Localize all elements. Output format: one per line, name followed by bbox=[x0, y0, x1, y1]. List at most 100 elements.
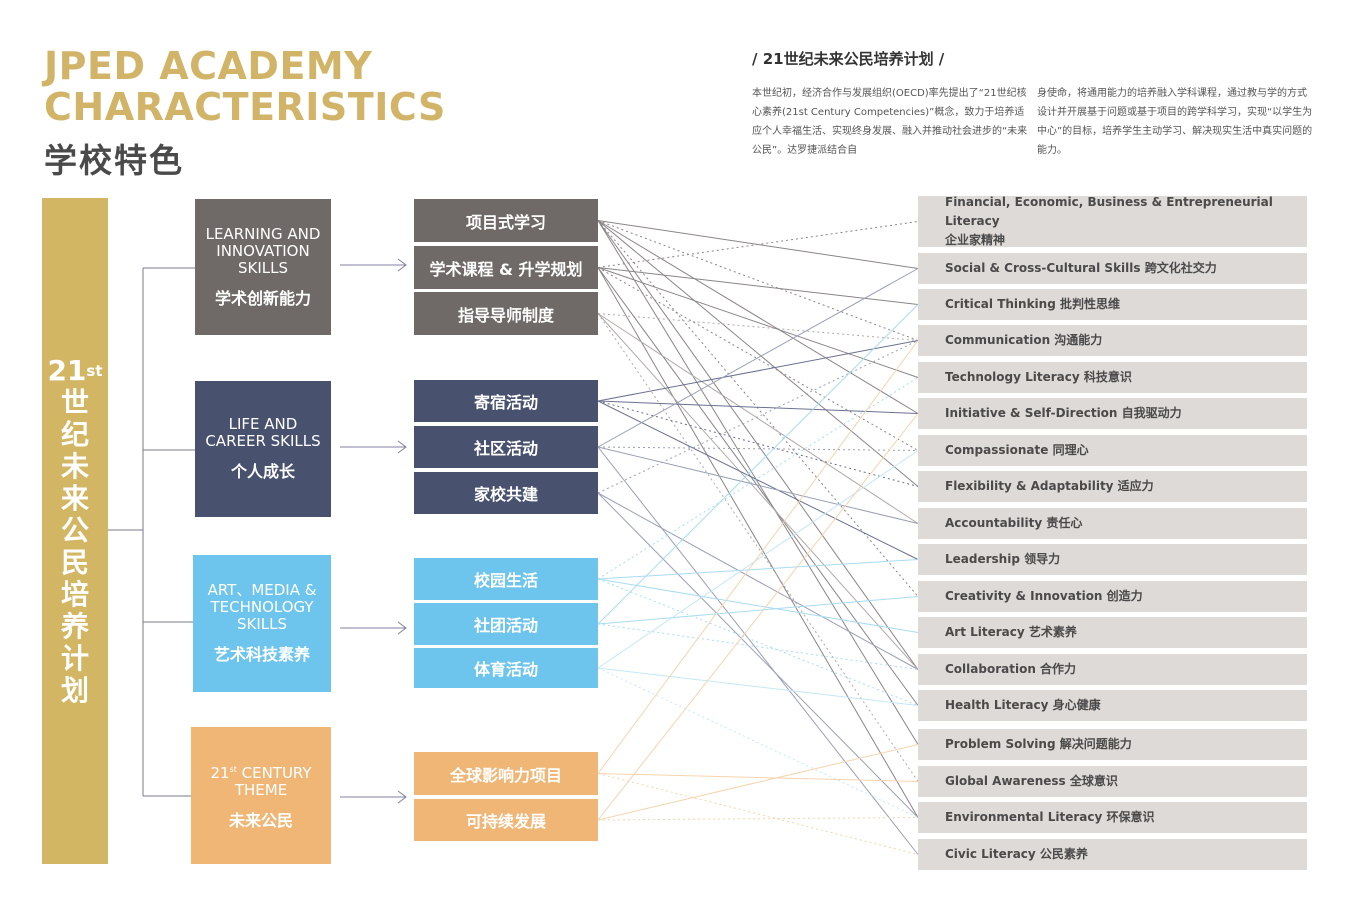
category-life-career: LIFE AND CAREER SKILLS 个人成长 bbox=[195, 381, 331, 517]
connection-line bbox=[597, 313, 919, 524]
program-box: 项目式学习 bbox=[414, 199, 598, 242]
skill-label: Art Literacy 艺术素养 bbox=[945, 625, 1077, 639]
category-bracket bbox=[108, 267, 195, 797]
category-en-label: 21st CENTURY THEME bbox=[210, 763, 312, 799]
connection-line bbox=[597, 313, 919, 670]
skill-label: Technology Literacy 科技意识 bbox=[945, 370, 1132, 384]
vertical-char: 公 bbox=[60, 514, 89, 547]
category-en-label: ART、MEDIA & TECHNOLOGY SKILLS bbox=[207, 581, 317, 633]
skill-box: Art Literacy 艺术素养 bbox=[918, 617, 1307, 648]
skill-box: Initiative & Self-Direction 自我驱动力 bbox=[918, 398, 1307, 429]
connection-line bbox=[597, 340, 919, 494]
vertical-program-bar bbox=[42, 198, 108, 864]
connection-line bbox=[597, 268, 919, 448]
connection-line bbox=[597, 220, 919, 341]
connection-line bbox=[597, 220, 919, 487]
skill-box: Accountability 责任心 bbox=[918, 508, 1307, 539]
connection-line bbox=[597, 304, 919, 625]
intro-title: / 21世纪未来公民培养计划 / bbox=[752, 50, 945, 68]
vertical-char: 世 bbox=[60, 386, 89, 419]
program-box: 指导导师制度 bbox=[414, 292, 598, 335]
connection-line bbox=[597, 446, 919, 855]
vertical-char: 养 bbox=[60, 610, 89, 643]
skill-label: Environmental Literacy 环保意识 bbox=[945, 810, 1155, 824]
skill-label: Initiative & Self-Direction 自我驱动力 bbox=[945, 406, 1182, 420]
connection-line bbox=[597, 220, 919, 670]
skill-box: Critical Thinking 批判性思维 bbox=[918, 289, 1307, 320]
skill-box: Leadership 领导力 bbox=[918, 544, 1307, 575]
skill-box: Collaboration 合作力 bbox=[918, 654, 1307, 685]
vertical-program-title: 21st 世 纪 未 来 公 民 培 养 计 划 bbox=[42, 198, 108, 864]
connection-line bbox=[597, 220, 919, 597]
program-box: 全球影响力项目 bbox=[414, 752, 598, 795]
program-box: 体育活动 bbox=[414, 648, 598, 688]
program-box: 可持续发展 bbox=[414, 799, 598, 841]
connection-line bbox=[597, 340, 919, 774]
category-cn-label: 艺术科技素养 bbox=[213, 645, 310, 664]
vertical-char: 培 bbox=[60, 578, 89, 611]
connection-line bbox=[597, 400, 919, 414]
category-21st-century: 21st CENTURY THEME 未来公民 bbox=[191, 727, 331, 864]
category-art-media-tech: ART、MEDIA & TECHNOLOGY SKILLS 艺术科技素养 bbox=[193, 555, 331, 692]
connection-line bbox=[597, 492, 919, 818]
skill-label: Flexibility & Adaptability 适应力 bbox=[945, 479, 1154, 493]
connection-line bbox=[597, 267, 919, 706]
program-box: 社区活动 bbox=[414, 426, 598, 468]
connection-line bbox=[597, 450, 919, 669]
category-en-label: LEARNING AND INNOVATION SKILLS bbox=[205, 224, 321, 277]
connection-line bbox=[597, 667, 919, 818]
connection-line bbox=[597, 578, 919, 706]
title-line-1: JPED ACADEMY bbox=[44, 44, 373, 88]
connection-line bbox=[597, 623, 919, 670]
connection-line bbox=[597, 220, 919, 745]
connection-line bbox=[597, 340, 919, 402]
connection-line bbox=[597, 578, 919, 633]
connection-line bbox=[597, 446, 919, 524]
category-cn-label: 个人成长 bbox=[230, 462, 295, 481]
program-box: 社团活动 bbox=[414, 603, 598, 645]
connection-line bbox=[597, 817, 919, 821]
category-cn-label: 未来公民 bbox=[228, 810, 293, 830]
skill-label: Leadership 领导力 bbox=[945, 552, 1061, 566]
category-cn-label: 学术创新能力 bbox=[214, 288, 311, 308]
skill-box: Environmental Literacy 环保意识 bbox=[918, 802, 1307, 833]
connection-line bbox=[597, 744, 919, 821]
skill-box: Financial, Economic, Business & Entrepre… bbox=[918, 195, 1307, 247]
vertical-num: 21st bbox=[47, 354, 103, 387]
connection-line bbox=[597, 220, 919, 414]
skill-label: Problem Solving 解决问题能力 bbox=[945, 737, 1132, 751]
skill-label: Accountability 责任心 bbox=[945, 516, 1083, 530]
connection-line bbox=[597, 377, 919, 580]
skill-label: Financial, Economic, Business & Entrepre… bbox=[945, 195, 1273, 228]
program-box: 学术课程 & 升学规划 bbox=[414, 246, 598, 289]
vertical-char: 未 bbox=[60, 450, 89, 483]
connection-line bbox=[597, 313, 919, 341]
intro-paragraph-2: 身使命，将通用能力的培养融入学科课程，通过教与学的方式设计并开展基于问题或基于项… bbox=[1037, 88, 1313, 156]
skill-label: Health Literacy 身心健康 bbox=[945, 698, 1101, 712]
connection-line bbox=[597, 559, 919, 580]
skill-box: Technology Literacy 科技意识 bbox=[918, 362, 1307, 393]
connection-line bbox=[597, 267, 919, 818]
skill-label: Social & Cross-Cultural Skills 跨文化社交力 bbox=[945, 261, 1217, 275]
page-subtitle: 学校特色 bbox=[44, 141, 184, 180]
skill-box: Health Literacy 身心健康 bbox=[918, 690, 1307, 721]
connection-line bbox=[597, 492, 919, 670]
skill-label: Collaboration 合作力 bbox=[945, 662, 1077, 676]
skill-box: Communication 沟通能力 bbox=[918, 325, 1307, 356]
skill-label: Global Awareness 全球意识 bbox=[945, 774, 1118, 788]
skill-label: Creativity & Innovation 创造力 bbox=[945, 589, 1143, 603]
skill-box: Civic Literacy 公民素养 bbox=[918, 839, 1307, 870]
skill-label: Critical Thinking 批判性思维 bbox=[945, 297, 1120, 311]
vertical-char: 来 bbox=[60, 482, 89, 515]
skill-label-2: 企业家精神 bbox=[945, 233, 1006, 247]
connection-line bbox=[597, 667, 919, 706]
program-box: 校园生活 bbox=[414, 558, 598, 600]
category-en-label: LIFE AND CAREER SKILLS bbox=[205, 415, 321, 450]
connection-line bbox=[597, 446, 919, 451]
connection-line bbox=[597, 400, 919, 487]
connection-line bbox=[597, 267, 919, 378]
title-line-2: CHARACTERISTICS bbox=[44, 85, 446, 129]
vertical-char: 纪 bbox=[60, 418, 89, 451]
skill-box: Problem Solving 解决问题能力 bbox=[918, 729, 1307, 760]
